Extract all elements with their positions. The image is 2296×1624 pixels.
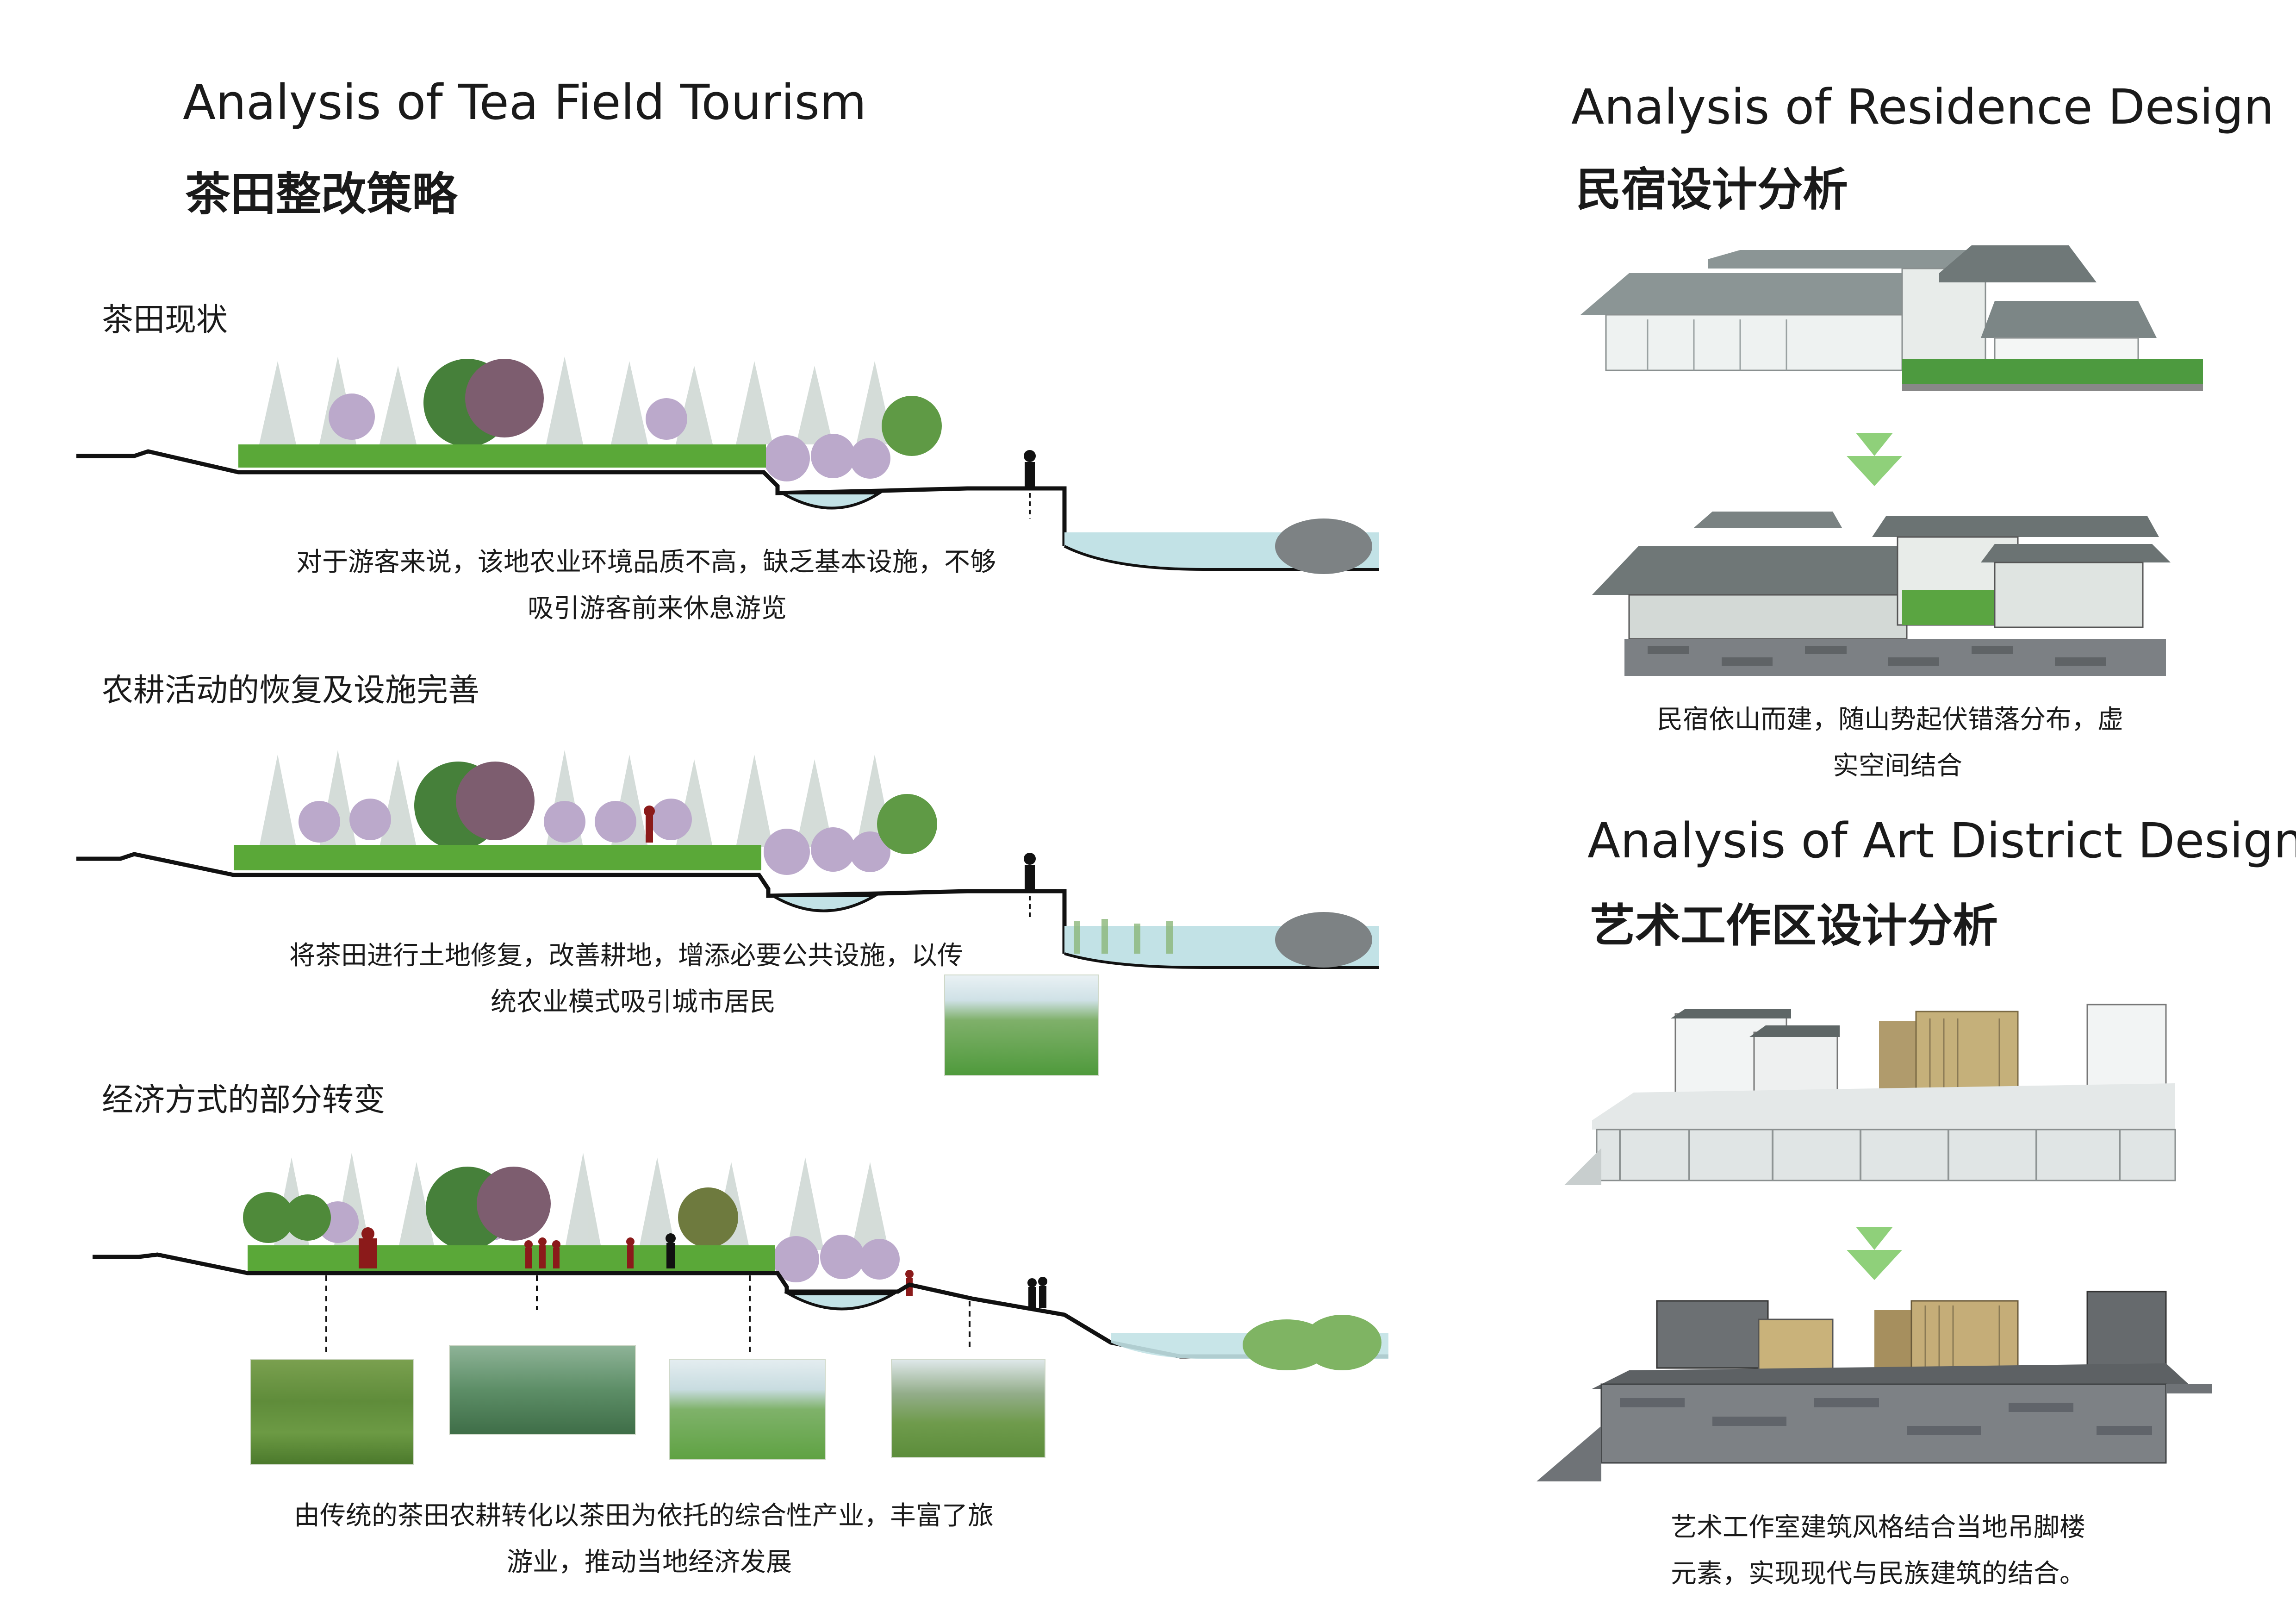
residence-title-en: Analysis of Residence Design xyxy=(1571,79,2274,135)
stage1-person xyxy=(1024,450,1036,487)
stage3-visitors xyxy=(359,1227,914,1296)
stage2-hedge xyxy=(234,845,761,870)
stage2-ground-line xyxy=(76,852,1067,954)
stage3-tea-lake-photo xyxy=(669,1359,826,1460)
tea-title-en: Analysis of Tea Field Tourism xyxy=(183,74,867,131)
stage3-background-trees xyxy=(243,1153,900,1282)
stage2-title: 农耕活动的恢复及设施完善 xyxy=(102,672,480,709)
stage3-caption-line1: 由传统的茶田农耕转化以茶田为依托的综合性产业，丰富了旅 xyxy=(294,1501,994,1531)
stage2-pond xyxy=(768,894,880,912)
stage2-person xyxy=(1024,853,1036,890)
stage1-hedge xyxy=(238,444,766,468)
tea-title-cn: 茶田整改策略 xyxy=(185,168,458,221)
stage2-caption-line1: 将茶田进行土地修复，改善耕地，增添必要公共设施，以传 xyxy=(289,941,963,971)
stage2-rock xyxy=(1275,912,1372,968)
art-caption-line1: 艺术工作室建筑风格结合当地吊脚楼 xyxy=(1671,1512,2085,1543)
stage1-caption-line1: 对于游客来说，该地农业环境品质不高，缺乏基本设施，不够 xyxy=(296,547,996,577)
stage3-title: 经济方式的部分转变 xyxy=(102,1082,386,1118)
stage3-valley-photo xyxy=(891,1359,1045,1458)
stage1-pond xyxy=(777,492,884,510)
stage1-ground-line xyxy=(76,449,1067,546)
stage3-terrace-photo xyxy=(250,1359,414,1465)
stage3-forest-photo xyxy=(449,1345,636,1435)
stage1-title: 茶田现状 xyxy=(102,302,228,338)
stage2-tea-field-photo xyxy=(944,974,1099,1076)
stage2-background-trees xyxy=(259,750,937,875)
stage3-caption-line2: 游业，推动当地经济发展 xyxy=(507,1547,792,1577)
stage3-hedge xyxy=(248,1245,775,1271)
stage1-caption-line2: 吸引游客前来休息游览 xyxy=(528,593,787,624)
art-title-en: Analysis of Art District Design xyxy=(1587,812,2296,869)
stage3-pond xyxy=(784,1293,898,1311)
stage2-caption-line2: 统农业模式吸引城市居民 xyxy=(491,987,776,1017)
art-title-cn: 艺术工作区设计分析 xyxy=(1590,899,1998,952)
residence-caption-line1: 民宿依山而建，随山势起伏错落分布，虚 xyxy=(1657,705,2123,735)
art-caption-line2: 元素，实现现代与民族建筑的结合。 xyxy=(1671,1559,2085,1589)
residence-title-cn: 民宿设计分析 xyxy=(1576,163,1848,216)
stage1-rock xyxy=(1275,518,1372,574)
residence-caption-line2: 实空间结合 xyxy=(1833,751,1962,781)
stage1-background-trees xyxy=(259,356,942,481)
